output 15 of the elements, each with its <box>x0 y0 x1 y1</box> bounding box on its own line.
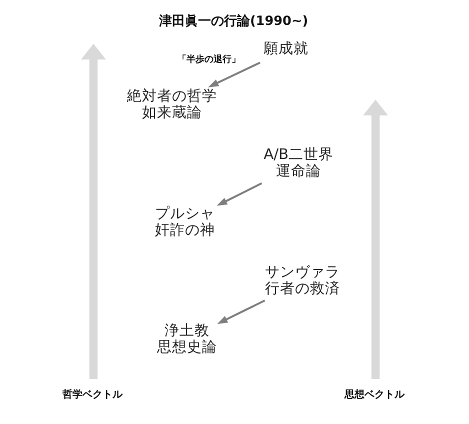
arrow <box>81 44 106 380</box>
node-text: プルシャ 奸詐の神 <box>155 204 216 238</box>
node-text: 願成就 <box>263 40 308 57</box>
arrow <box>208 62 260 88</box>
arrow <box>216 182 262 206</box>
node-text: 絶対者の哲学 如来蔵論 <box>127 88 218 122</box>
arrow <box>217 300 266 324</box>
node-text: 浄土教 思想史論 <box>156 322 217 356</box>
diagram-title: 津田眞一の行論(1990~) <box>158 14 308 29</box>
edge-label: 「半歩の退行」 <box>178 54 241 65</box>
node-text: A/B二世界 運命論 <box>264 146 334 180</box>
node-text: 哲学ベクトル <box>62 389 122 400</box>
arrow <box>363 100 388 380</box>
node-text: サンヴァラ 行者の救済 <box>264 263 340 297</box>
node-text: 思想ベクトル <box>344 389 404 400</box>
